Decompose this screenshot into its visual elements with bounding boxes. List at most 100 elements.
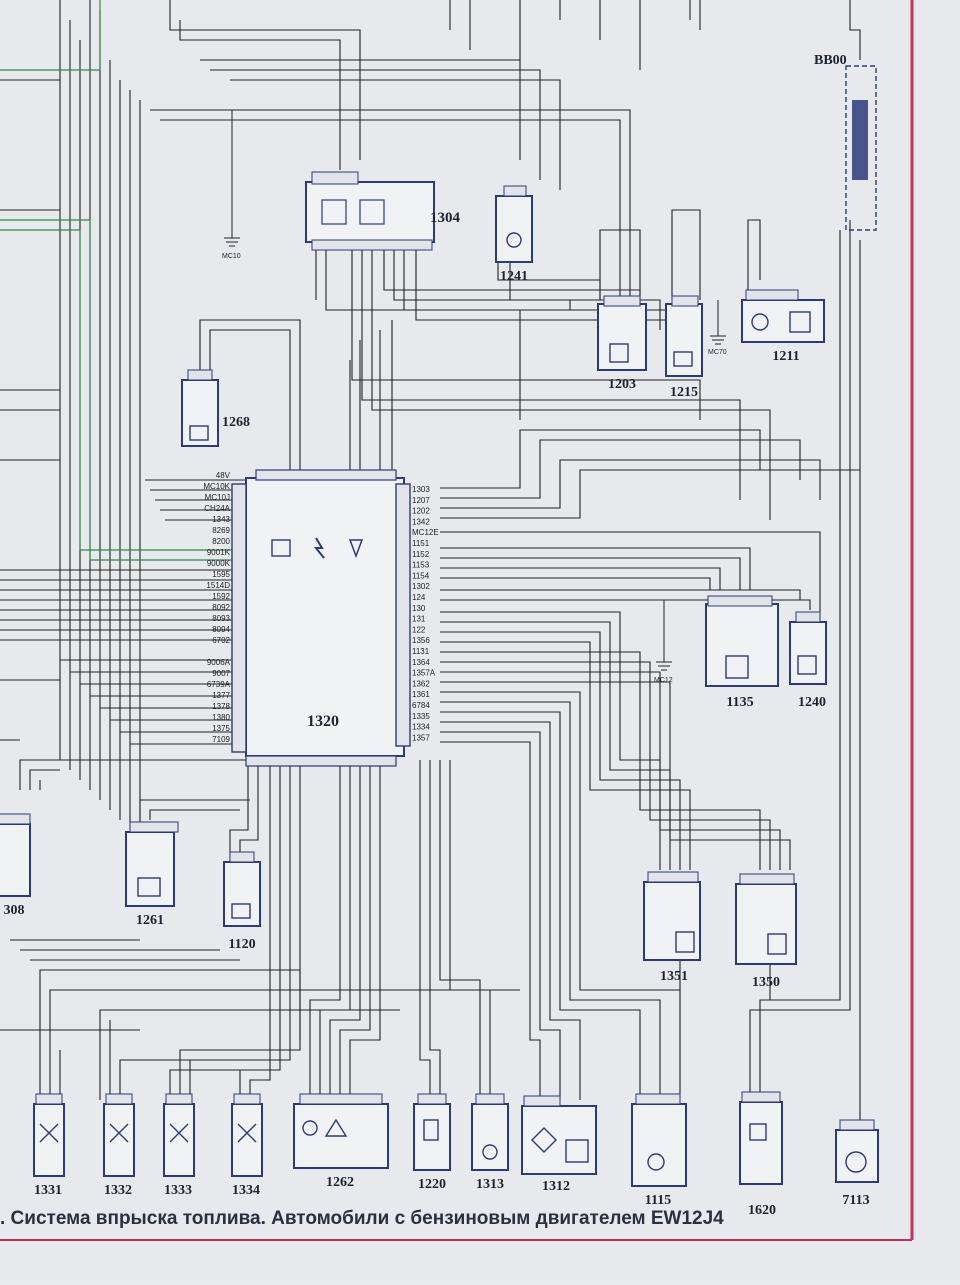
ecu-left-pin-0: 48V bbox=[216, 471, 231, 480]
ecu-right-pin-19: 1361 bbox=[412, 690, 430, 699]
ecu-left-pin-18: 9007 bbox=[212, 669, 230, 678]
ecu-right-pin-23: 1357 bbox=[412, 733, 430, 742]
ecu-label: 1320 bbox=[307, 713, 339, 730]
ecu-left-pin-14: 8094 bbox=[212, 625, 230, 634]
battery-bb00[interactable]: BB00 bbox=[814, 53, 877, 231]
ecu-right-pin-21: 1335 bbox=[412, 712, 430, 721]
ecu-right-pin-1: 1207 bbox=[412, 496, 430, 505]
svg-text:MC70: MC70 bbox=[708, 349, 727, 356]
ecu-right-pin-6: 1152 bbox=[412, 550, 430, 559]
injector-icon bbox=[348, 539, 364, 559]
component-1312[interactable]: 1312 bbox=[521, 1095, 597, 1194]
label-1240: 1240 bbox=[798, 695, 826, 710]
ecu-left-pin-20: 1377 bbox=[212, 691, 230, 700]
ecu-left-pin-7: 9001K bbox=[207, 548, 231, 557]
temperature-sensor-icon bbox=[797, 655, 817, 675]
ecu-right-pin-10: 124 bbox=[412, 593, 426, 602]
component-1115[interactable]: 1115 bbox=[631, 1093, 687, 1208]
ecu-left-pin-10: 1514D bbox=[206, 581, 230, 590]
ecu-left-pin-4: 1343 bbox=[212, 515, 230, 524]
ecu-right-pin-0: 1303 bbox=[412, 485, 430, 494]
ecu-left-pin-15: 6702 bbox=[212, 636, 230, 645]
label-1333: 1333 bbox=[164, 1183, 192, 1198]
component-1261[interactable]: 1261 bbox=[125, 821, 179, 928]
component-7113[interactable]: 7113 bbox=[835, 1119, 879, 1208]
component-1331[interactable]: 1331 bbox=[33, 1093, 65, 1198]
ground-mc12: MC12 bbox=[654, 600, 673, 684]
label-1203: 1203 bbox=[608, 377, 636, 392]
component-1308[interactable]: 308 bbox=[0, 813, 31, 918]
label-1268: 1268 bbox=[222, 415, 250, 430]
component-1620[interactable]: 1620 bbox=[739, 1091, 783, 1218]
component-1334[interactable]: 1334 bbox=[231, 1093, 263, 1198]
component-1120[interactable]: 1120 bbox=[223, 851, 261, 952]
ecu-left-pin-9: 1595 bbox=[212, 570, 230, 579]
component-1333[interactable]: 1333 bbox=[163, 1093, 195, 1198]
ecu-left-pin-13: 8093 bbox=[212, 614, 230, 623]
ecu-right-pin-20: 6784 bbox=[412, 701, 430, 710]
ecu-right-pin-9: 1302 bbox=[412, 582, 430, 591]
lambda-sensor-icon bbox=[675, 931, 695, 953]
ecu-right-pin-5: 1151 bbox=[412, 539, 430, 548]
component-1351[interactable]: 1351 bbox=[643, 871, 701, 984]
ecu-left-pin-1: MC10K bbox=[203, 482, 230, 491]
pump-motor-icon bbox=[751, 313, 769, 331]
label-1331: 1331 bbox=[34, 1183, 62, 1198]
valve-icon bbox=[673, 351, 693, 367]
component-1332[interactable]: 1332 bbox=[103, 1093, 135, 1198]
component-1313[interactable]: 1313 bbox=[471, 1093, 509, 1192]
motor-icon bbox=[302, 1120, 318, 1136]
label-1220: 1220 bbox=[418, 1177, 446, 1192]
ecu-right-pin-16: 1364 bbox=[412, 658, 430, 667]
component-1350[interactable]: 1350 bbox=[735, 873, 797, 990]
lightning-icon bbox=[313, 537, 325, 559]
component-1241[interactable]: 1241 bbox=[495, 185, 533, 284]
component-1203[interactable]: 1203 bbox=[597, 295, 647, 392]
vehicle-speed-icon bbox=[749, 1123, 767, 1141]
ecu-right-pin-12: 131 bbox=[412, 615, 426, 624]
label-1351: 1351 bbox=[660, 969, 688, 984]
pressure-icon bbox=[565, 1139, 589, 1163]
injector-icon bbox=[109, 1123, 129, 1143]
label-1313: 1313 bbox=[476, 1177, 504, 1192]
ecu-left-pin-19: 6739A bbox=[207, 680, 231, 689]
ecu-1320[interactable]: 1320 bbox=[231, 469, 411, 767]
relay-coil-icon bbox=[321, 199, 347, 225]
ecu-right-pin-labels: 1303120712021342MC12E1151115211531154130… bbox=[412, 485, 439, 742]
label-1261: 1261 bbox=[136, 913, 164, 928]
component-1262[interactable]: 1262 bbox=[293, 1093, 389, 1190]
bb00-label: BB00 bbox=[814, 53, 847, 68]
green-wires bbox=[0, 0, 250, 561]
switch-icon bbox=[609, 343, 629, 363]
component-1268[interactable]: 1268 bbox=[181, 369, 250, 447]
component-1240[interactable]: 1240 bbox=[789, 611, 827, 710]
fuel-gauge-icon bbox=[789, 311, 811, 333]
ecu-right-pin-11: 130 bbox=[412, 604, 426, 613]
injector-icon bbox=[237, 1123, 257, 1143]
component-1211[interactable]: 1211 bbox=[741, 289, 825, 364]
label-1308: 308 bbox=[4, 903, 25, 918]
ecu-left-pin-23: 1375 bbox=[212, 724, 230, 733]
ecu-right-pin-8: 1154 bbox=[412, 571, 430, 580]
ground-mc70: MC70 bbox=[708, 300, 727, 356]
label-1135: 1135 bbox=[726, 695, 753, 710]
figure-caption: . Система впрыска топлива. Автомобили с … bbox=[0, 1208, 724, 1229]
ecu-left-pin-12: 8092 bbox=[212, 603, 230, 612]
component-1135[interactable]: 1135 bbox=[705, 595, 779, 710]
label-1115: 1115 bbox=[645, 1193, 671, 1208]
component-1220[interactable]: 1220 bbox=[413, 1093, 451, 1192]
ecu-left-pin-11: 1592 bbox=[212, 592, 230, 601]
label-1215: 1215 bbox=[670, 385, 698, 400]
label-1334: 1334 bbox=[232, 1183, 260, 1198]
lambda-sensor-icon bbox=[767, 933, 787, 955]
ecu-right-pin-22: 1334 bbox=[412, 723, 430, 732]
wire-bundle bbox=[0, 0, 861, 1120]
speed-sensor-icon bbox=[482, 1144, 498, 1160]
component-1215[interactable]: 1215 bbox=[665, 295, 703, 400]
relay-1304[interactable]: 1304 bbox=[305, 171, 461, 251]
valve-icon bbox=[189, 425, 209, 441]
ignition-coil-icon bbox=[725, 655, 749, 679]
film-icon bbox=[271, 539, 291, 557]
sensor-icon bbox=[506, 232, 522, 248]
